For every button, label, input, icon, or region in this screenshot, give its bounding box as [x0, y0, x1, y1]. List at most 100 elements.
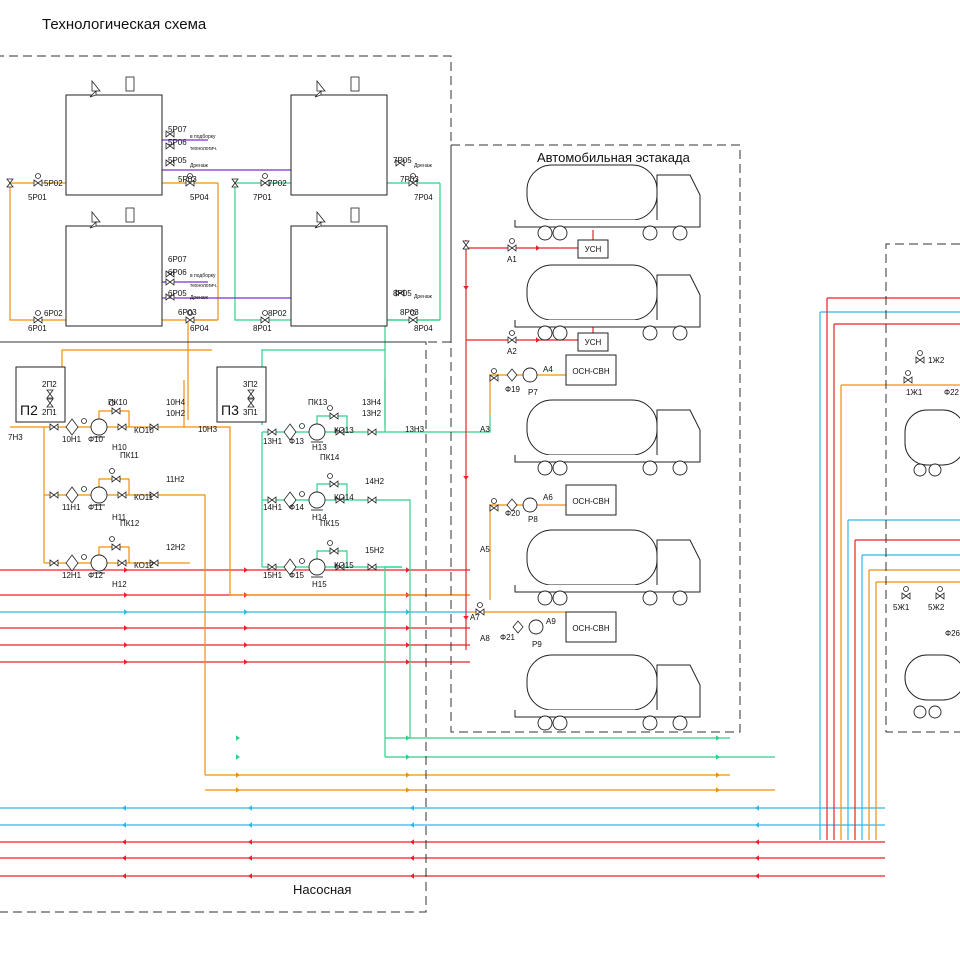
filter-icon: [512, 620, 524, 634]
wheel-icon: [552, 590, 568, 606]
valve-icon: [165, 130, 175, 138]
wheel-icon: [913, 463, 927, 477]
wheel-icon: [642, 715, 658, 731]
pump-label: КО14: [334, 493, 354, 502]
gauge-icon: [109, 400, 115, 406]
flow-arrow: [406, 609, 410, 615]
truck-cab: [514, 274, 701, 328]
flow-arrow: [755, 822, 759, 828]
tank-pipe: [234, 183, 291, 321]
level-sensor-icon: [125, 76, 135, 92]
flow-arrow: [236, 787, 240, 793]
valve-icon: [46, 389, 54, 399]
valve-icon: [267, 428, 277, 436]
flow-arrow: [406, 625, 410, 631]
flow-arrow: [244, 609, 248, 615]
flow-arrow: [406, 659, 410, 665]
tank-valve-label: 5Р03: [178, 175, 197, 184]
estakada-label: Р7: [528, 388, 538, 397]
valve-icon: [475, 608, 485, 616]
pump-label: Ф10: [88, 435, 104, 444]
tank: [65, 94, 163, 196]
estakada-label: Ф20: [505, 509, 521, 518]
pump-label: ПК11: [120, 451, 139, 460]
flow-arrow: [244, 642, 248, 648]
valve-icon: [149, 491, 159, 499]
wheel-icon: [672, 715, 688, 731]
flow-arrow: [716, 772, 720, 778]
tank: [290, 94, 388, 196]
truck-cab: [514, 174, 701, 228]
note-label: в подборку: [190, 273, 216, 279]
usn-device: [577, 239, 609, 259]
pump-icon: [528, 619, 544, 635]
pump-label: 11Н2: [166, 475, 185, 484]
wheel-icon: [537, 325, 553, 341]
cistern: [526, 529, 658, 586]
pump-label: 14Н2: [365, 477, 385, 486]
valve-icon: [111, 543, 121, 551]
wheel-icon: [642, 225, 658, 241]
tank-valve-label: 8Р05: [393, 289, 412, 298]
gauge-icon: [477, 602, 483, 608]
valve-icon: [329, 547, 339, 555]
valve-icon: [915, 356, 925, 364]
osn-device: [565, 484, 617, 516]
valve-icon: [395, 159, 405, 167]
pump-label: 14Н1: [263, 503, 283, 512]
valve-icon: [901, 592, 911, 600]
osn-label: ОСН-СВН: [572, 624, 610, 633]
flow-arrow: [122, 839, 126, 845]
wheel-icon: [642, 460, 658, 476]
flow-arrow: [406, 754, 410, 760]
flow-arrow: [248, 873, 252, 879]
flow-arrow: [244, 567, 248, 573]
valve-icon: [335, 496, 345, 504]
drain-note-label: Дренаж: [190, 163, 208, 169]
filter-icon: [283, 491, 297, 509]
valve-icon: [507, 336, 517, 344]
tank-valve-label: 8Р04: [414, 324, 433, 333]
valve-icon: [935, 592, 945, 600]
tank-pipe: [9, 183, 66, 321]
valve-icon: [149, 559, 159, 567]
flow-arrow: [124, 659, 128, 665]
pump-label: Н10: [112, 443, 127, 452]
valve-icon: [149, 423, 159, 431]
filter-icon: [283, 423, 297, 441]
pipe: [384, 566, 402, 757]
pump-icon: [90, 486, 108, 504]
filter-icon: [65, 554, 79, 572]
pump-label: 15Н2: [365, 546, 385, 555]
valve-icon: [165, 270, 175, 278]
wheel-icon: [642, 325, 658, 341]
flow-arrow: [755, 805, 759, 811]
usn-device: [577, 332, 609, 352]
pipe: [184, 494, 206, 775]
flow-arrow: [716, 754, 720, 760]
valve-icon: [49, 423, 59, 431]
pump-label: 15Н1: [263, 571, 283, 580]
valve-icon: [329, 412, 339, 420]
drain-note-label: Дренаж: [190, 295, 208, 301]
estakada-label: А9: [546, 617, 556, 626]
flow-arrow: [248, 855, 252, 861]
flow-arrow: [410, 805, 414, 811]
valve-icon: [260, 316, 270, 324]
breather-valve-icon: [89, 210, 101, 229]
filter-icon: [65, 418, 79, 436]
gauge-icon: [327, 473, 333, 479]
flow-arrow: [463, 616, 469, 620]
estakada-label: Ф21: [500, 633, 516, 642]
flow-arrow: [248, 822, 252, 828]
gauge-icon: [299, 558, 305, 564]
valve-icon: [231, 178, 239, 188]
pump-label: 11Н1: [62, 503, 81, 512]
valve-icon: [185, 179, 195, 187]
flow-arrow: [122, 822, 126, 828]
valve-icon: [165, 293, 175, 301]
pump-label: Ф13: [289, 437, 305, 446]
gauge-icon: [327, 405, 333, 411]
valve-icon: [489, 504, 499, 512]
pump-label: ПК14: [320, 453, 340, 462]
